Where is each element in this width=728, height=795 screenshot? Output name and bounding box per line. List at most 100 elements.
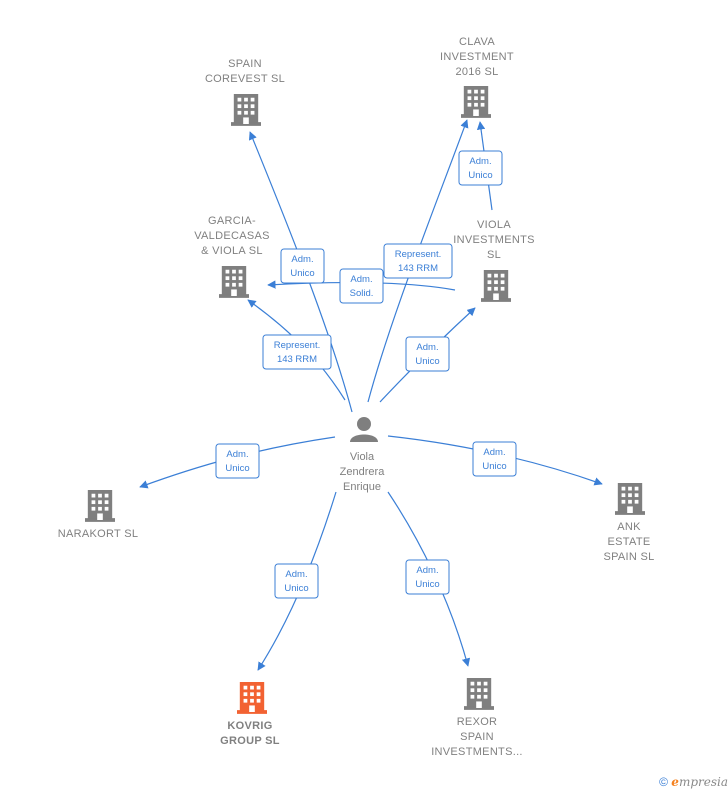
company-name-line: KOVRIG (227, 720, 272, 732)
relation-person-rexor[interactable]: Adm. Unico (405, 559, 450, 595)
relation-text-line: Unico (482, 461, 506, 472)
company-name-line: GROUP SL (220, 735, 280, 747)
relation-box (383, 243, 453, 279)
company-name-line: 2016 SL (455, 66, 498, 78)
relation-person-viola[interactable]: Adm. Unico (405, 336, 450, 372)
building-icon (231, 94, 261, 126)
company-name-line: SPAIN (228, 58, 262, 70)
company-rexor-spain[interactable]: REXOR SPAIN INVESTMENTS... (431, 678, 523, 758)
building-icon (237, 682, 267, 714)
person-icon (350, 417, 378, 442)
footer: © empresia (659, 775, 728, 789)
company-name-line: & VIOLA SL (201, 245, 263, 257)
brand-logo[interactable]: empresia (671, 775, 728, 789)
relation-text-line: Adm. (416, 565, 438, 576)
company-name-line: INVESTMENTS (453, 234, 535, 246)
relation-text: Adm.Unico (468, 156, 492, 181)
relation-box (458, 150, 503, 186)
relation-text-line: 143 RRM (398, 263, 438, 274)
company-name-line: VALDECASAS (194, 230, 270, 242)
relation-text-line: Unico (415, 356, 439, 367)
company-name: CLAVA INVESTMENT 2016 SL (440, 36, 514, 78)
building-icon (461, 86, 491, 118)
relation-text: Adm. Unico (482, 447, 506, 472)
company-name: REXOR SPAIN INVESTMENTS... (431, 716, 523, 758)
person-name-line: Zendrera (340, 466, 386, 478)
building-icon (85, 490, 115, 522)
relation-person-spain-corevest[interactable]: Adm. Unico (280, 248, 325, 284)
building-icon (481, 270, 511, 302)
relation-person-narakort[interactable]: Adm.Unico (215, 443, 260, 479)
company-spain-corevest[interactable]: SPAIN COREVEST SL (205, 58, 285, 126)
company-name: SPAIN COREVEST SL (205, 58, 285, 85)
relation-text: Adm. Unico (415, 565, 439, 590)
relation-box (472, 441, 517, 477)
company-name-line: SPAIN (460, 731, 494, 743)
copyright-symbol: © (659, 775, 668, 789)
relation-viola-garcia[interactable]: Adm. Solid. (339, 268, 384, 304)
company-name-line: NARAKORT SL (58, 528, 139, 540)
company-name-line: VIOLA (477, 219, 511, 231)
company-name-line: ESTATE (608, 536, 651, 548)
relation-viola-clava[interactable]: Adm.Unico (458, 150, 503, 186)
company-viola-investments[interactable]: VIOLA INVESTMENTS SL (453, 219, 535, 302)
relation-text-line: Unico (415, 579, 439, 590)
relation-text-line: Adm. (291, 254, 313, 265)
relation-text-line: Adm. (350, 274, 372, 285)
relation-text-line: Unico (225, 463, 249, 474)
relation-text: Adm. Solid. (350, 274, 374, 299)
relation-text-line: Represent. (274, 340, 320, 351)
relation-text-line: Adm. (483, 447, 505, 458)
relation-text-line: 143 RRM (277, 354, 317, 365)
relation-text-line: Unico (290, 268, 314, 279)
relation-text-line: Adm. (416, 342, 438, 353)
relation-text: Adm.Unico (284, 569, 308, 594)
relation-text-line: Solid. (350, 288, 374, 299)
company-name-line: INVESTMENT (440, 51, 514, 63)
company-name: NARAKORT SL (58, 528, 139, 540)
company-name: VIOLA INVESTMENTS SL (453, 219, 535, 261)
relation-text: Represent. 143 RRM (395, 249, 441, 274)
relation-text: Adm. Unico (290, 254, 314, 279)
relation-text-line: Unico (468, 170, 492, 181)
company-name-line: COREVEST SL (205, 73, 285, 85)
relation-text-line: Unico (284, 583, 308, 594)
company-name-line: SL (487, 249, 501, 261)
company-name: GARCIA-VALDECASAS& VIOLA SL (194, 215, 270, 257)
company-narakort[interactable]: NARAKORT SL (58, 490, 139, 540)
relation-box (262, 334, 332, 370)
relation-text: Adm. Unico (415, 342, 439, 367)
company-name-line: CLAVA (459, 36, 495, 48)
person-name-line: Viola (350, 451, 375, 463)
relation-text: Represent. 143 RRM (274, 340, 320, 365)
building-icon (219, 266, 249, 298)
relation-person-garcia[interactable]: Represent. 143 RRM (262, 334, 332, 370)
brand-initial: e (671, 775, 679, 789)
person-name-line: Enrique (343, 481, 381, 493)
relation-text-line: Represent. (395, 249, 441, 260)
relation-box (339, 268, 384, 304)
company-kovrig-group[interactable]: KOVRIG GROUP SL (220, 682, 280, 747)
edges (139, 119, 603, 671)
company-name: KOVRIG GROUP SL (220, 720, 280, 747)
building-icon (615, 483, 645, 515)
company-clava-investment[interactable]: CLAVA INVESTMENT 2016 SL (440, 36, 514, 118)
relation-person-kovrig[interactable]: Adm.Unico (274, 563, 319, 599)
relation-box (215, 443, 260, 479)
relation-box (405, 336, 450, 372)
relation-box (274, 563, 319, 599)
company-garcia-valdecasas[interactable]: GARCIA-VALDECASAS& VIOLA SL (194, 215, 270, 298)
company-name-line: REXOR (457, 716, 498, 728)
company-name-line: INVESTMENTS... (431, 746, 523, 758)
relation-person-ank[interactable]: Adm. Unico (472, 441, 517, 477)
relation-person-clava[interactable]: Represent. 143 RRM (383, 243, 453, 279)
relation-text: Adm.Unico (225, 449, 249, 474)
company-name-line: ANK (617, 521, 641, 533)
